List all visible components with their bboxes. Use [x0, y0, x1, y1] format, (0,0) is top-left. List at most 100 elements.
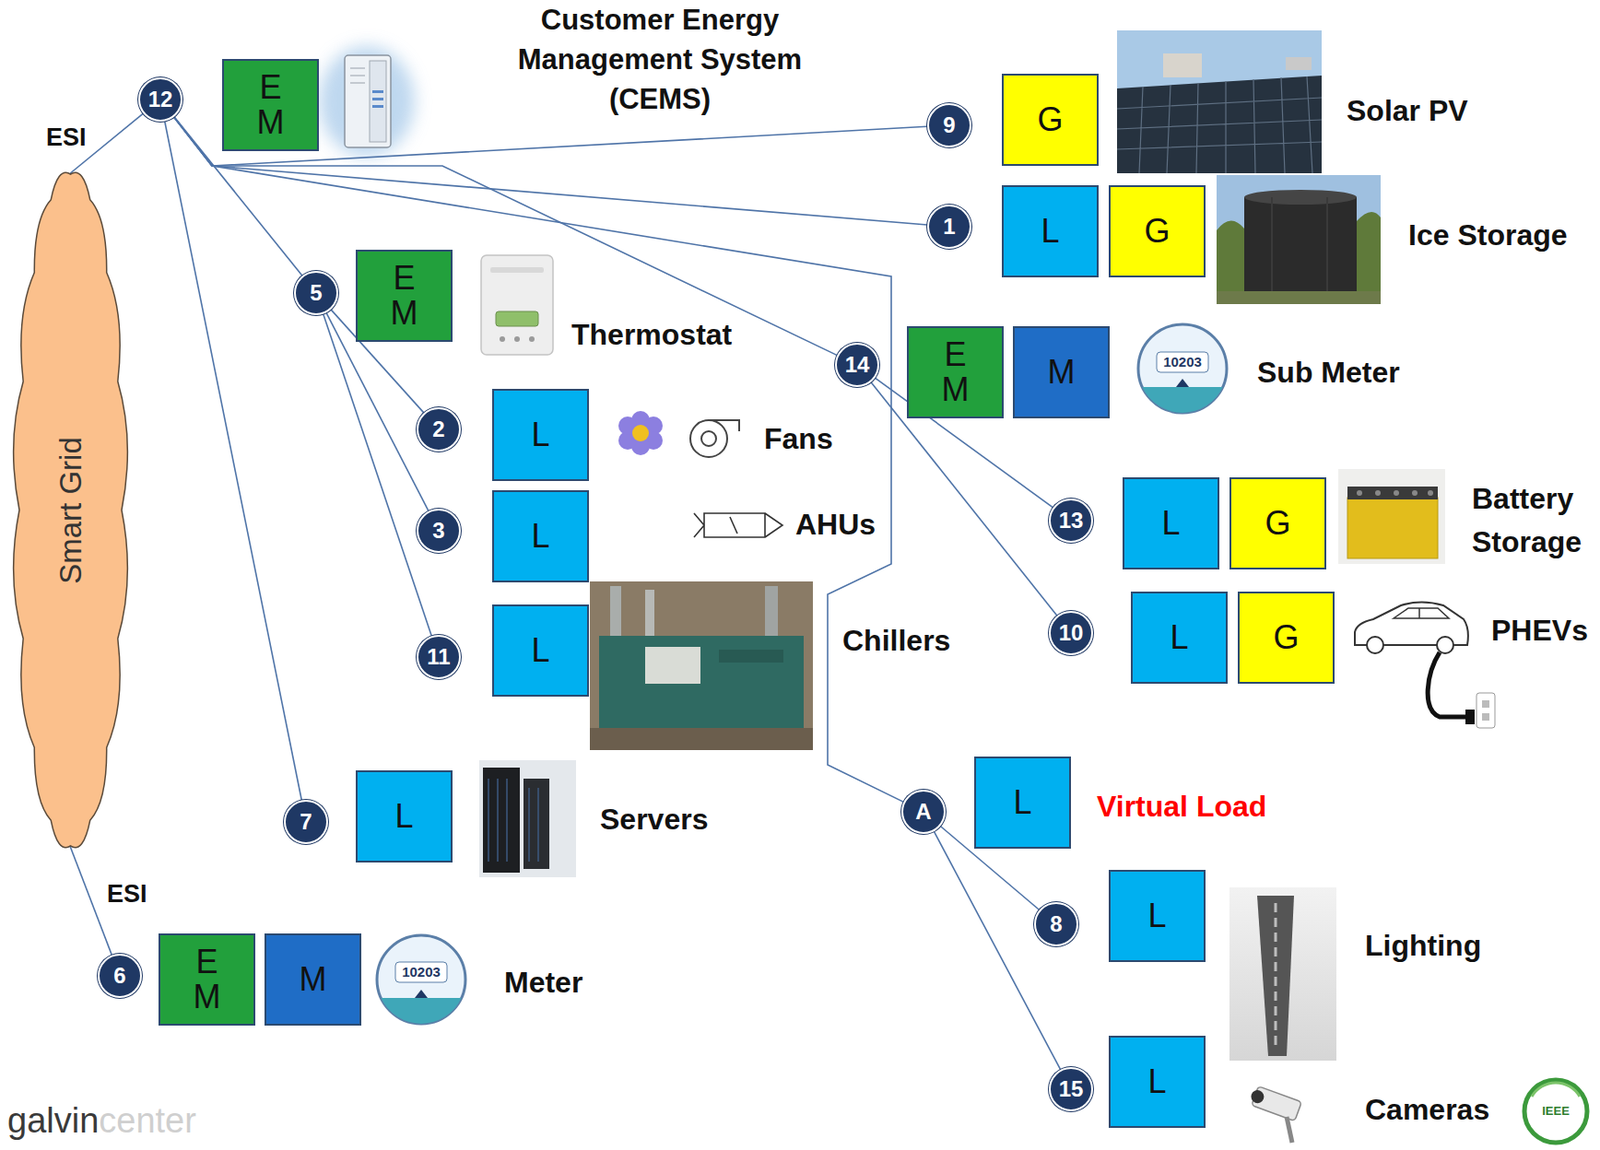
device-label: Solar PV — [1346, 94, 1469, 129]
box-letter: L — [1147, 1064, 1166, 1100]
chiller-photo-part — [645, 589, 655, 640]
callout-number: 8 — [1049, 913, 1062, 936]
callout-circle: 10 — [1048, 611, 1094, 656]
cems-computer-part — [318, 46, 415, 157]
ice-storage-photo-part — [1216, 175, 1381, 305]
callout-circle: 11 — [416, 635, 461, 680]
system-title: Customer Energy Management System (CEMS) — [503, 0, 817, 119]
server-photo — [479, 760, 577, 878]
device-label: Lighting — [1364, 929, 1482, 964]
chiller-photo-part — [718, 649, 784, 663]
solar-pv-photo-part — [1117, 76, 1322, 174]
fan-icons-part — [701, 431, 717, 447]
load-box: L — [355, 770, 453, 863]
device-label: Meter — [504, 965, 583, 1000]
callout-number: 13 — [1058, 509, 1084, 532]
phev-car-part — [1482, 700, 1490, 708]
lighting-photo — [1229, 887, 1337, 1061]
generator-box: G — [1237, 591, 1335, 684]
callout-number: 10 — [1058, 622, 1084, 645]
phev-car-part — [1482, 713, 1490, 721]
load-box: L — [1001, 185, 1099, 278]
callout-circle: 2 — [416, 407, 461, 452]
battery-photo-part — [1411, 490, 1418, 496]
watermark: galvin — [7, 1102, 99, 1142]
cems-computer-part — [372, 90, 384, 94]
battery-photo-part — [1347, 497, 1438, 559]
generator-box: G — [1108, 185, 1206, 278]
box-letter: L — [394, 799, 413, 835]
solar-pv-photo — [1117, 30, 1322, 174]
device-label: Servers — [600, 802, 708, 837]
connector — [164, 121, 303, 801]
energy-manager-box: E M — [222, 58, 319, 152]
battery-photo — [1338, 469, 1446, 565]
battery-photo-part — [1427, 490, 1434, 496]
load-box: L — [1130, 591, 1228, 684]
box-letter: G — [1143, 213, 1170, 249]
phev-car-part — [1393, 608, 1449, 619]
cems-computer — [318, 46, 415, 157]
callout-circle: 3 — [416, 508, 461, 553]
meter-icon-part — [380, 998, 461, 1024]
thermostat-device-part — [499, 336, 506, 342]
chiller-photo — [589, 581, 813, 751]
chiller-photo-part — [610, 586, 622, 640]
ieee-logo-part — [1531, 1082, 1580, 1097]
callout-number: 14 — [845, 353, 871, 377]
fan-icons-part — [708, 420, 740, 432]
lighting-photo-part — [1257, 895, 1295, 1057]
sub-meter-icon-part — [1176, 378, 1189, 388]
connector — [323, 314, 433, 637]
energy-manager-box: E M — [906, 326, 1004, 419]
box-letter: L — [1169, 620, 1189, 656]
box-letter: L — [1040, 213, 1059, 249]
callout-circle: 12 — [138, 77, 183, 122]
battery-photo-part — [1356, 490, 1363, 496]
callout-circle: 9 — [927, 103, 972, 148]
callout-number: 15 — [1058, 1078, 1084, 1101]
solar-pv-photo-part — [1163, 53, 1202, 78]
generator-box: G — [1229, 477, 1327, 570]
ice-storage-photo-part — [1216, 291, 1381, 305]
callout-number: 6 — [113, 964, 126, 988]
thermostat-device-part — [490, 267, 544, 273]
box-letter: E M — [941, 337, 970, 408]
box-letter: L — [530, 633, 550, 669]
callout-circle: A — [901, 789, 946, 835]
meter-icon — [376, 935, 466, 1024]
phev-car-part — [1465, 709, 1475, 725]
battery-photo-part — [1347, 486, 1438, 500]
callout-number: 12 — [148, 88, 174, 111]
logo-text: IEEE — [1541, 1105, 1570, 1119]
cloud-shape — [13, 172, 129, 848]
device-label: AHUs — [795, 507, 876, 542]
meter-icon-part — [376, 935, 466, 1024]
callout-number: 3 — [432, 519, 445, 542]
ahu-symbol — [694, 513, 783, 538]
chiller-photo-part — [599, 635, 804, 729]
generator-box: G — [1001, 73, 1099, 166]
phev-car-part — [1476, 693, 1495, 729]
lighting-photo-part — [1274, 903, 1278, 1051]
box-letter: M — [1047, 354, 1076, 390]
box-letter: G — [1264, 505, 1291, 542]
ieee-logo — [1524, 1080, 1588, 1143]
callout-circle: 1 — [927, 204, 972, 249]
box-letter: L — [1012, 785, 1032, 821]
meter-icon-part — [414, 989, 428, 999]
box-letter: E M — [193, 944, 222, 1015]
phev-car — [1354, 602, 1495, 730]
device-label: Cameras — [1364, 1093, 1490, 1128]
fan-icons-part — [632, 424, 649, 442]
cems-computer-part — [344, 55, 391, 148]
chiller-photo-part — [645, 647, 701, 684]
box-letter: L — [530, 518, 550, 554]
solar-pv-photo-part — [1117, 75, 1322, 174]
callout-circle: 5 — [294, 270, 339, 316]
device-label: Fans — [764, 422, 834, 457]
connector — [174, 117, 838, 356]
server-photo-part — [479, 760, 577, 878]
callout-number: 1 — [942, 215, 955, 238]
connector — [933, 831, 1060, 1071]
